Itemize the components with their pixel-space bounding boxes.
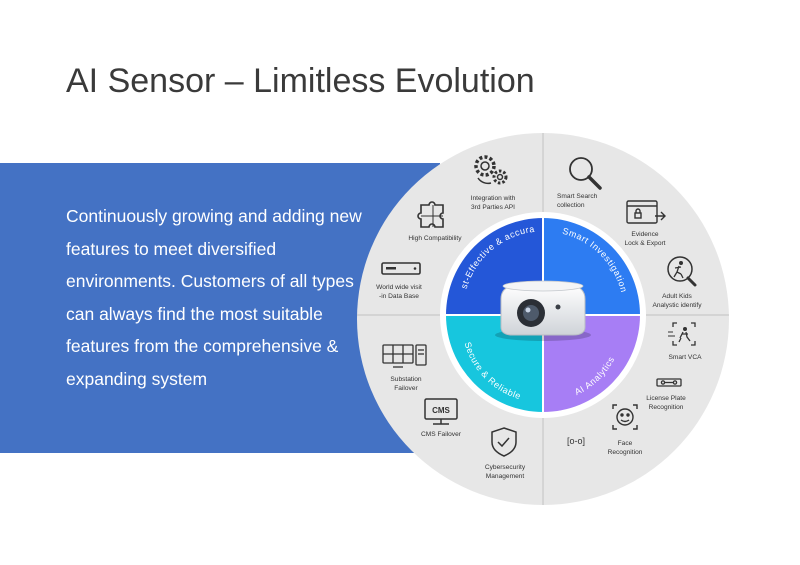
feature-face: Face Recognition — [608, 404, 643, 456]
export-icon — [626, 200, 666, 224]
ai-sensor-camera-icon — [495, 280, 591, 341]
svg-text:Face: Face — [618, 440, 633, 447]
feature-substation: Substation Failover — [382, 344, 427, 392]
svg-text:Integration with: Integration with — [471, 195, 516, 202]
svg-text:Smart Search: Smart Search — [557, 193, 598, 200]
description-text: Continuously growing and adding new feat… — [66, 206, 362, 389]
svg-text:3rd Parties API: 3rd Parties API — [471, 204, 515, 211]
feature-plate-small: [o-o] — [567, 436, 585, 446]
svg-text:Lock & Export: Lock & Export — [624, 240, 665, 247]
license-plate-icon — [656, 378, 682, 387]
svg-text:Management: Management — [486, 473, 525, 480]
feature-evidence: Evidence Lock & Export — [624, 200, 666, 247]
feature-cms: CMS CMS Failover — [421, 398, 462, 438]
svg-text:Recognition: Recognition — [608, 449, 643, 456]
puzzle-icon — [417, 201, 444, 228]
svg-text:Adult Kids: Adult Kids — [662, 293, 692, 300]
svg-text:CMS Failover: CMS Failover — [421, 431, 462, 438]
svg-text:Evidence: Evidence — [631, 231, 658, 238]
svg-text:-in Data Base: -in Data Base — [379, 293, 419, 300]
monitor-icon: CMS — [424, 398, 458, 425]
person-icon — [667, 256, 697, 287]
svg-text:collection: collection — [557, 202, 585, 209]
feature-integration: Integration with 3rd Parties API — [471, 155, 516, 211]
feature-license-plate: License Plate Recognition — [646, 378, 686, 411]
svg-text:Failover: Failover — [394, 385, 418, 392]
feature-smart-vca: Smart VCA — [668, 322, 703, 361]
svg-text:Analystic identify: Analystic identify — [652, 302, 702, 309]
server-icon — [382, 344, 427, 368]
quadrant-ai-analytics — [543, 315, 640, 412]
magnifier-icon — [569, 157, 602, 190]
page-title: AI Sensor – Limitless Evolution — [66, 62, 535, 100]
feature-wheel: Cost-Effective & accurate Smart Investig… — [355, 131, 729, 505]
svg-text:CMS: CMS — [432, 406, 450, 415]
feature-smart-search: Smart Search collection — [557, 157, 602, 209]
svg-text:Smart VCA: Smart VCA — [669, 354, 703, 361]
svg-text:Recognition: Recognition — [649, 404, 684, 411]
feature-world-wide: World wide visit -in Data Base — [376, 262, 422, 300]
svg-text:Cybersecurity: Cybersecurity — [485, 464, 526, 471]
feature-high-compatibility: High Compatibility — [408, 201, 462, 242]
svg-text:World wide visit: World wide visit — [376, 284, 422, 291]
quadrant-secure-reliable — [446, 315, 543, 412]
face-icon — [612, 404, 638, 430]
svg-text:High Compatibility: High Compatibility — [408, 235, 462, 242]
feature-adult-kids: Adult Kids Analystic identify — [652, 256, 702, 309]
shield-icon — [491, 427, 517, 457]
gears-icon — [474, 155, 508, 185]
plate-small-icon: [o-o] — [567, 436, 585, 446]
svg-text:License Plate: License Plate — [646, 395, 686, 402]
svg-text:Substation: Substation — [390, 376, 421, 383]
vca-icon — [668, 322, 696, 346]
recorder-icon — [381, 262, 421, 275]
feature-cybersecurity: Cybersecurity Management — [485, 427, 526, 480]
